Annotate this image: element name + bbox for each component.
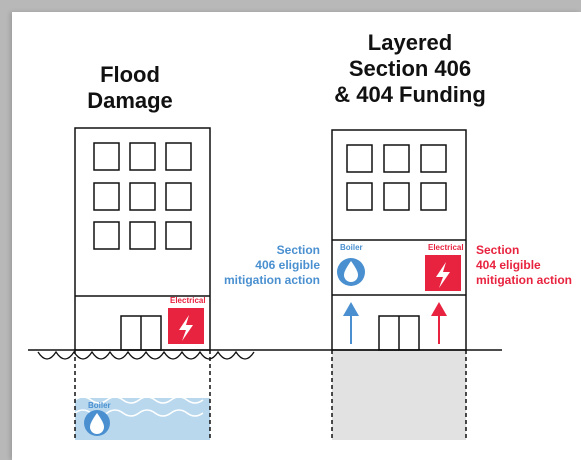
arrow-up-icon [343,302,359,316]
window [93,142,120,171]
right-building [331,129,467,440]
lightning-bolt-icon [436,262,450,288]
section406-annotation: Section 406 eligible mitigation action [210,243,320,288]
left-title-line1: Flood [100,62,160,87]
left-building [74,127,211,440]
window [165,142,192,171]
left-title-line2: Damage [87,88,173,113]
left-title: Flood Damage [60,62,200,114]
right-title: Layered Section 406 & 404 Funding [320,30,500,108]
window [93,221,120,250]
right-title-line1: Layered [367,30,453,55]
section404-line1: Section [476,243,520,257]
right-basement-fill [332,350,466,440]
window [165,221,192,250]
section406-line1: Section [276,243,320,257]
window [129,142,156,171]
right-electrical-label: Electrical [428,243,464,252]
section404-annotation: Section 404 eligible mitigation action [476,243,580,288]
arrow-up-icon [431,302,447,316]
window [346,182,373,211]
right-title-line3: & 404 Funding [334,82,486,107]
diagram-frame [12,12,581,460]
window [129,182,156,211]
section404-line3: mitigation action [476,273,572,287]
window [383,144,410,173]
window [93,182,120,211]
water-drop-icon [90,413,104,434]
lightning-bolt-icon [179,315,193,341]
water-drop-icon [344,261,358,282]
window [420,144,447,173]
window [129,221,156,250]
left-boiler-label: Boiler [88,401,111,410]
window [346,144,373,173]
section406-line3: mitigation action [224,273,320,287]
section404-line2: 404 eligible [476,258,541,272]
window [383,182,410,211]
right-boiler-label: Boiler [340,243,363,252]
window [420,182,447,211]
ground-scallops [37,350,255,360]
right-title-line2: Section 406 [348,56,472,81]
section406-line2: 406 eligible [255,258,320,272]
water-wave-1 [74,396,204,404]
left-electrical-label: Electrical [170,296,206,305]
window [165,182,192,211]
